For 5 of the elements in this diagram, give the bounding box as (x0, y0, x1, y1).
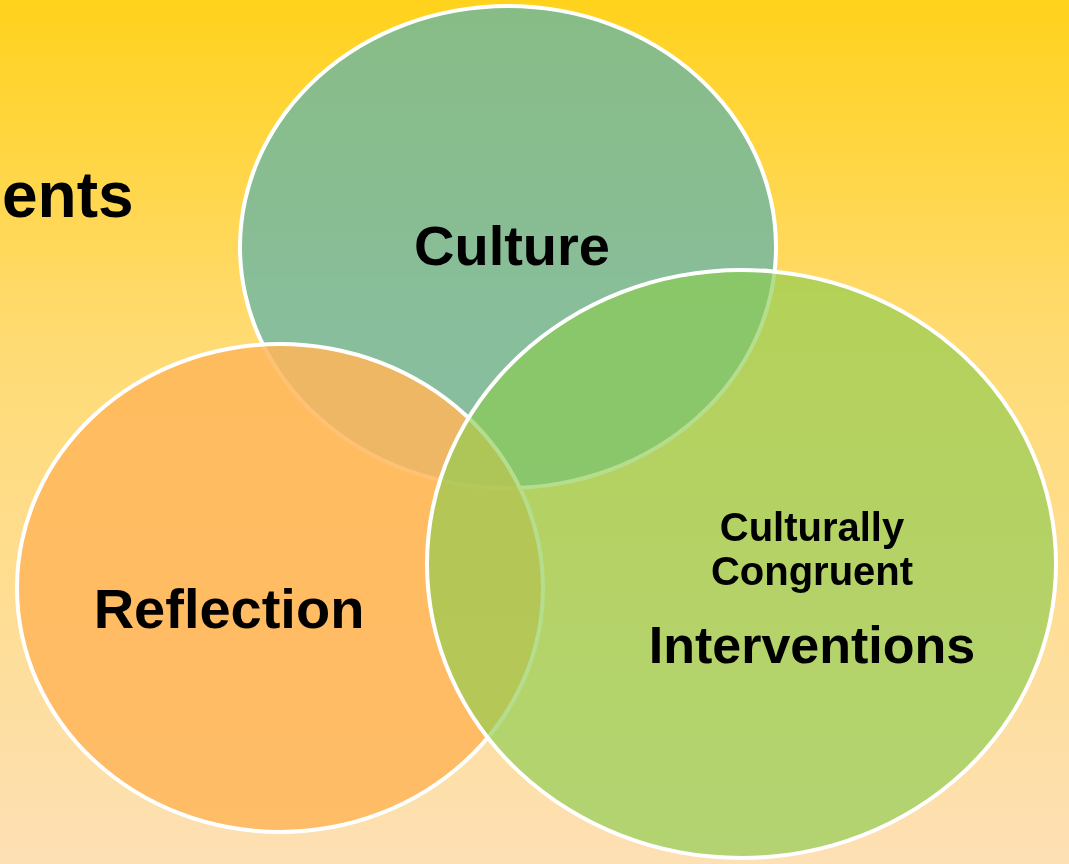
circle-label: Culturally Congruent (709, 505, 915, 593)
circle-label: Interventions (648, 617, 976, 675)
circle-label: Reflection (93, 578, 365, 640)
circle-label: Culture (414, 215, 610, 277)
heading-text: ents (2, 160, 134, 231)
